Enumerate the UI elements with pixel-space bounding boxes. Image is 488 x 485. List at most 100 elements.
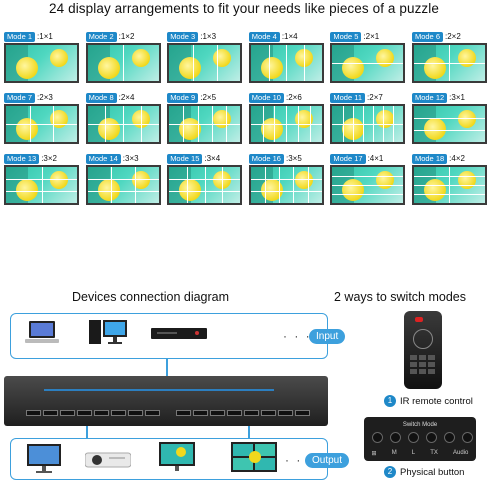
video-wall-icon [231, 442, 277, 477]
mode-label: Mode 4 [248, 31, 280, 42]
mode-layout: :1×2 [118, 32, 135, 41]
split-line [111, 167, 113, 203]
split-line [293, 167, 295, 203]
mode-preview [85, 104, 161, 144]
split-line [6, 191, 77, 192]
input-devices-box: · · · [10, 313, 328, 359]
mode-layout: :2×2 [445, 32, 461, 41]
mode-layout: :2×6 [285, 93, 302, 102]
split-line [250, 124, 322, 125]
mode-label: Mode 11 [330, 92, 366, 103]
mode-tag: Mode 12:3×1 [411, 92, 488, 103]
split-line [87, 191, 159, 192]
mode-layout: :3×5 [285, 154, 302, 163]
split-line [279, 167, 281, 203]
mode-tag: Mode 16:3×5 [248, 153, 326, 164]
mode-tag: Mode 1:1×1 [4, 31, 81, 42]
split-line [413, 185, 485, 186]
ir-remote-caption: IR remote control [400, 396, 473, 407]
input-badge: Input [309, 329, 346, 344]
split-line [6, 124, 77, 125]
mode-preview [248, 165, 324, 205]
panel-key-label: M [391, 450, 397, 456]
split-line [332, 176, 404, 177]
mode-label: Mode 14 [85, 153, 121, 164]
input-arrow [166, 359, 168, 377]
output-devices-box: · · · [10, 438, 328, 480]
mode-card: Mode 2:1×2 [85, 31, 163, 83]
mode-layout: :1×1 [37, 32, 53, 41]
mode-tag: Mode 3:1×3 [167, 31, 244, 42]
mode-preview [85, 43, 161, 83]
media-player-icon [151, 326, 207, 347]
mode-label: Mode 3 [167, 31, 199, 42]
split-line [413, 63, 485, 64]
mode-layout: :4×1 [367, 154, 384, 163]
split-line [250, 191, 322, 192]
split-line [169, 191, 241, 192]
projector-icon [84, 449, 132, 476]
physical-button-panel: Switch Mode ⊞ M L TX Audio [364, 417, 476, 461]
mode-preview [167, 165, 243, 205]
mode-preview [248, 43, 324, 83]
mode-tag: Mode 6:2×2 [411, 31, 488, 42]
mode-card: Mode 5:2×1 [330, 31, 407, 83]
split-line [264, 167, 266, 203]
mode-tag: Mode 9:2×5 [167, 92, 244, 103]
split-line [250, 179, 322, 180]
headline: 24 display arrangements to fit your need… [49, 1, 439, 16]
split-line [413, 194, 485, 195]
mode-card: Mode 1:1×1 [4, 31, 81, 83]
mode-label: Mode 17 [330, 153, 366, 164]
mode-label: Mode 6 [411, 31, 443, 42]
mode-tag: Mode 14:3×3 [85, 153, 163, 164]
controller-ports-left [26, 410, 160, 416]
mode-preview [167, 104, 243, 144]
mode-tag: Mode 8:2×4 [85, 92, 163, 103]
split-line [268, 45, 270, 81]
switch-modes-title: 2 ways to switch modes [334, 290, 466, 304]
desktop-pc-icon [89, 318, 129, 353]
mode-card: Mode 4:1×4 [248, 31, 326, 83]
mode-card: Mode 18:4×2 [411, 153, 488, 205]
connection-diagram-title: Devices connection diagram [72, 290, 230, 304]
mode-layout: :2×5 [200, 93, 217, 102]
laptop-icon [25, 320, 59, 351]
mode-label: Mode 5 [330, 31, 362, 42]
mode-layout: :2×1 [363, 32, 380, 41]
mode-tag: Mode 2:1×2 [85, 31, 163, 42]
mode-card: Mode 13:3×2 [4, 153, 81, 205]
split-line [304, 45, 306, 81]
mode-preview [330, 165, 406, 205]
physical-button-caption: Physical button [400, 467, 465, 478]
mode-card: Mode 14:3×3 [85, 153, 163, 205]
mode-card: Mode 11:2×7 [330, 92, 407, 144]
mode-card: Mode 15:3×4 [167, 153, 244, 205]
mode-label: Mode 12 [411, 92, 448, 103]
more-inputs-ellipsis: · · · [283, 329, 312, 343]
split-line [286, 45, 288, 81]
mode-layout: :2×4 [118, 93, 135, 102]
split-line [186, 167, 188, 203]
mode-tag: Mode 11:2×7 [330, 92, 407, 103]
mode-preview [330, 43, 406, 83]
controller-accent-line [44, 389, 274, 391]
mode-layout: :4×2 [449, 154, 465, 163]
mode-card: Mode 10:2×6 [248, 92, 326, 144]
mode-preview [330, 104, 406, 144]
mode-card: Mode 8:2×4 [85, 92, 163, 144]
mode-card: Mode 12:3×1 [411, 92, 488, 144]
mode-preview [4, 165, 79, 205]
panel-buttons [372, 432, 473, 443]
output-badge: Output [305, 453, 350, 468]
mode-preview [85, 165, 161, 205]
mode-label: Mode 7 [4, 92, 36, 103]
split-line [332, 185, 404, 186]
controller-ports-right [176, 410, 310, 416]
mode-grid: Mode 1:1×1 Mode 2:1×2 Mode 3:1×3 Mode 4:1×4… [4, 31, 487, 205]
split-line [307, 167, 309, 203]
panel-key-label: TX [430, 450, 438, 456]
split-line [413, 130, 485, 131]
monitor-icon [27, 444, 61, 479]
mode-card: Mode 6:2×2 [411, 31, 488, 83]
